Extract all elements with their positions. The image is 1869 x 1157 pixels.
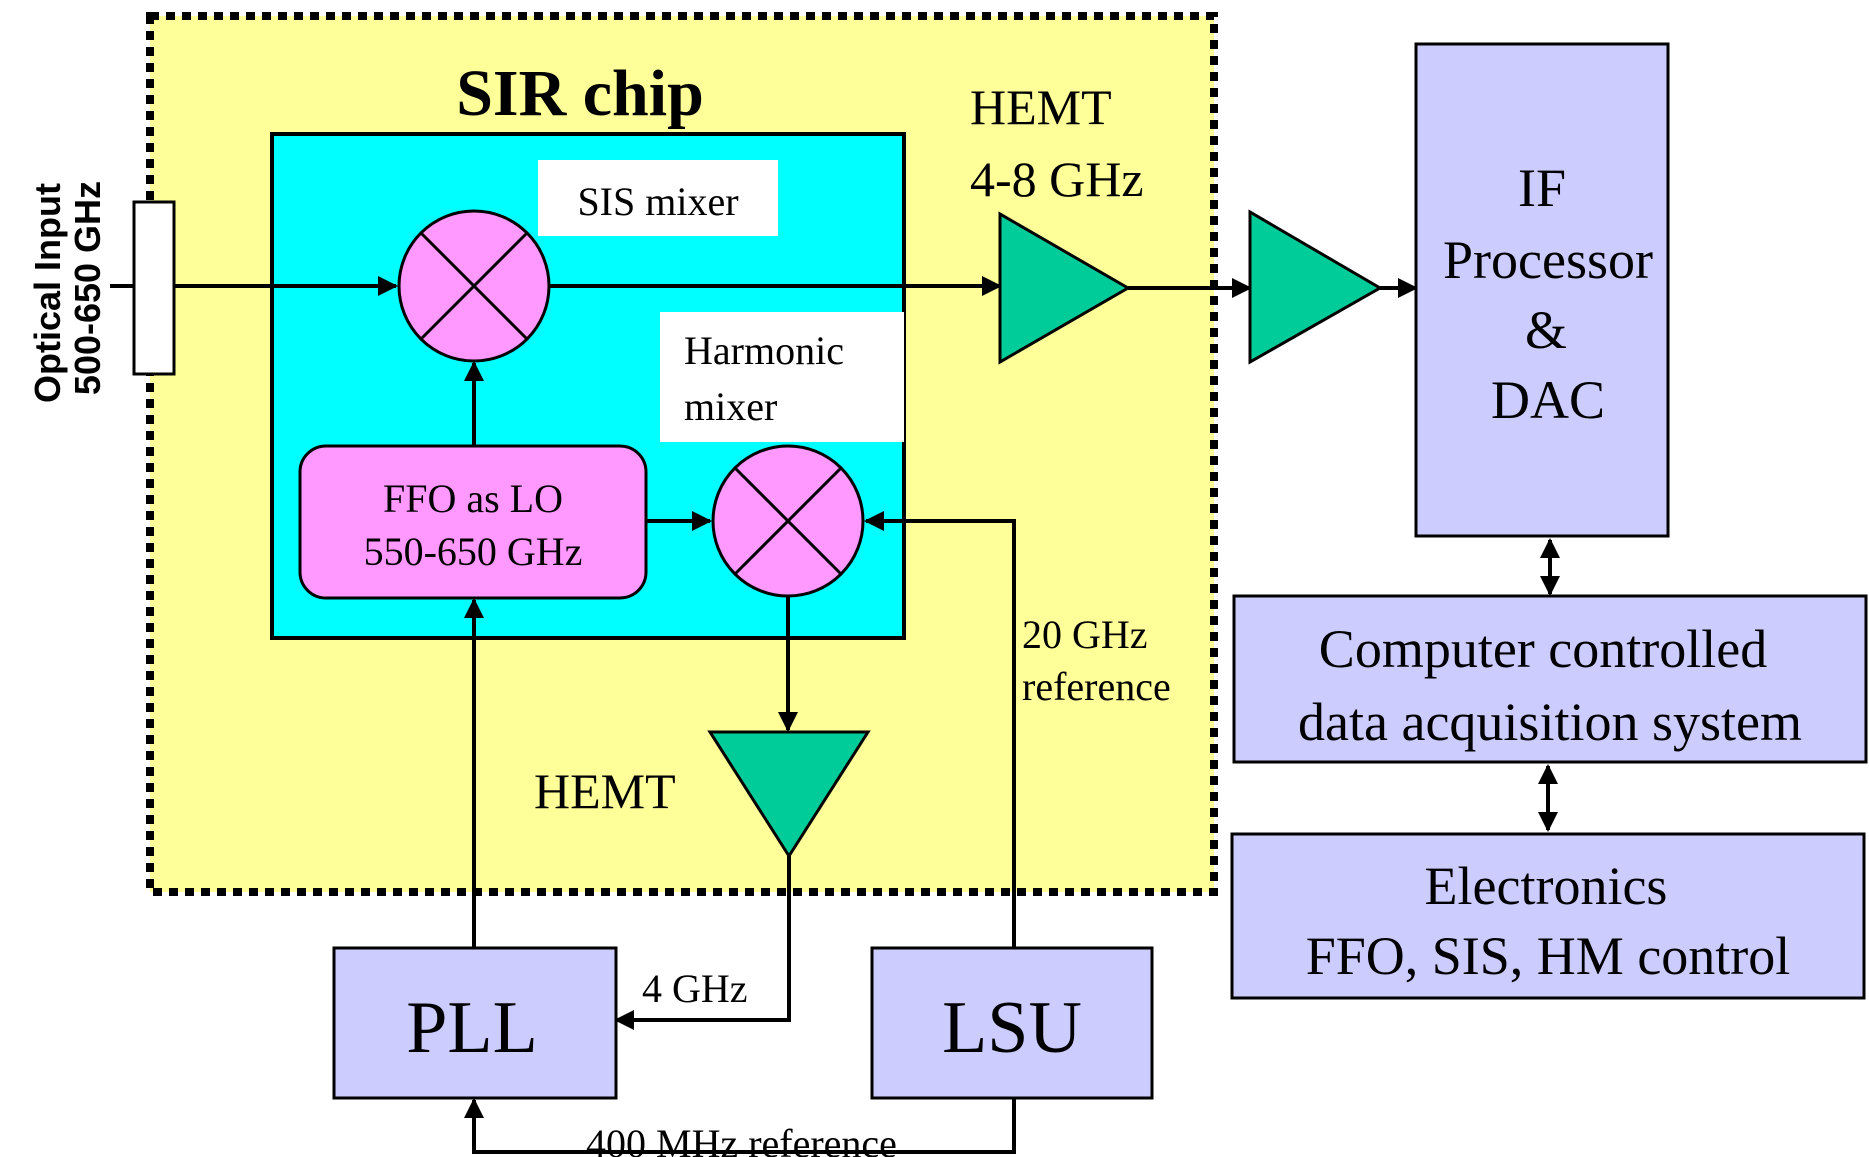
ffo-line1: FFO as LO bbox=[383, 476, 563, 521]
chip-title: SIR chip bbox=[456, 57, 704, 130]
pll-block bbox=[332, 946, 618, 1100]
harmonic-mixer-label-line1: Harmonic bbox=[684, 328, 844, 373]
daq-line2: data acquisition system bbox=[1298, 692, 1802, 752]
if-processor-block bbox=[1414, 42, 1670, 538]
if-processor-line3: & bbox=[1525, 300, 1567, 360]
lsu-label: LSU bbox=[942, 987, 1082, 1069]
if-processor-line2: Processor bbox=[1443, 230, 1653, 290]
hemt-if-amplifier-icon bbox=[998, 211, 1131, 365]
daq-block bbox=[1232, 594, 1868, 764]
daq-line1: Computer controlled bbox=[1319, 619, 1767, 679]
hemt-to-pll-wire bbox=[614, 856, 791, 1030]
harmonic-mixer-label-line2: mixer bbox=[684, 384, 777, 429]
lsu-block bbox=[870, 946, 1154, 1100]
hemt-amplifier-icon bbox=[707, 730, 871, 859]
label-4ghz: 4 GHz bbox=[642, 966, 748, 1011]
electronics-block bbox=[1230, 832, 1866, 1000]
hemt-if-label-line1: HEMT bbox=[970, 79, 1112, 135]
ref-400mhz-wire bbox=[464, 1098, 1016, 1154]
if-processor-line1: IF bbox=[1518, 158, 1566, 218]
hemt-lower-label: HEMT bbox=[534, 763, 676, 819]
optical-input-label: Optical Input 500-650 GHz bbox=[27, 173, 108, 403]
if-processor-line4: DAC bbox=[1491, 370, 1605, 430]
harmonic-mixer-label-box bbox=[660, 312, 904, 442]
electronics-line2: FFO, SIS, HM control bbox=[1306, 926, 1791, 986]
hemt-if-label-line2: 4-8 GHz bbox=[970, 151, 1144, 207]
sis-mixer-label-box bbox=[538, 160, 778, 236]
ffo-line2: 550-650 GHz bbox=[364, 529, 583, 574]
label-400mhz: 400 MHz reference bbox=[586, 1121, 897, 1157]
sis-mixer-icon bbox=[397, 209, 551, 363]
ref-20ghz-line1: 20 GHz bbox=[1022, 612, 1148, 657]
optical-input-line1: Optical Input bbox=[27, 183, 68, 403]
optical-input-line2: 500-650 GHz bbox=[67, 181, 108, 395]
pll-label: PLL bbox=[406, 987, 538, 1069]
ref-20ghz-line2: reference bbox=[1022, 664, 1171, 709]
harmonic-mixer-icon bbox=[711, 444, 865, 598]
ffo-block bbox=[298, 444, 648, 600]
electronics-line1: Electronics bbox=[1425, 856, 1668, 916]
ref-20ghz-wire bbox=[864, 511, 1016, 948]
sis-mixer-label: SIS mixer bbox=[577, 179, 738, 224]
if-amplifier-icon bbox=[1248, 209, 1384, 365]
optical-input-window-icon bbox=[132, 200, 176, 376]
